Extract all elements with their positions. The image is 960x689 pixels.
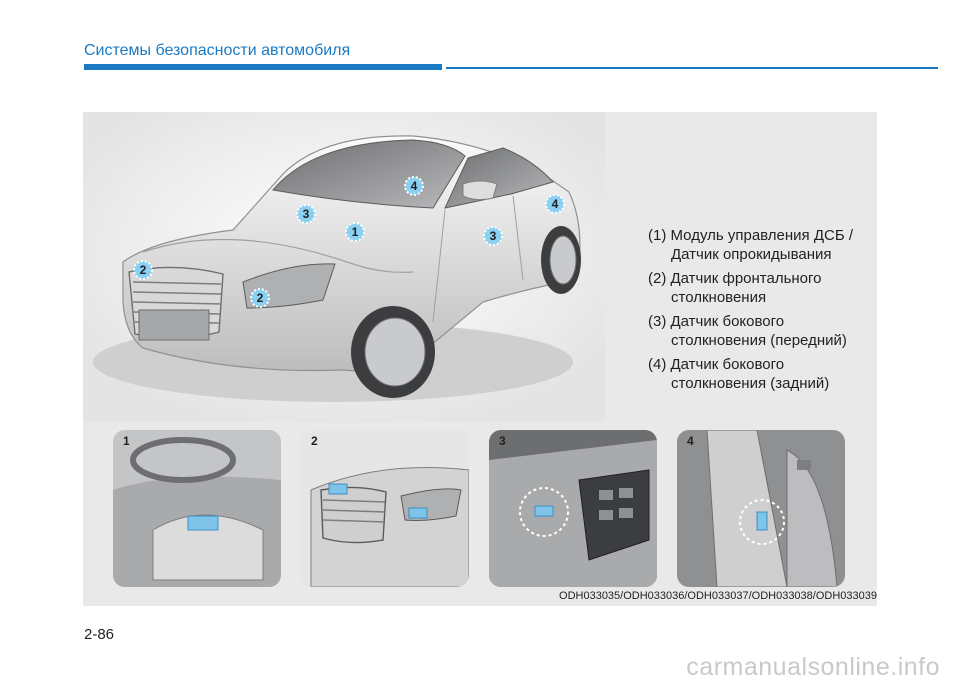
- sensor-module-icon: [187, 515, 219, 531]
- legend-text: Датчик бокового: [670, 356, 785, 373]
- legend-text: столкновения (задний): [671, 375, 830, 392]
- watermark: carmanualsonline.info: [686, 653, 940, 681]
- thumbnail-4-illustration: [677, 430, 845, 587]
- section-title: Системы безопасности автомобиля: [84, 42, 351, 59]
- legend-number: (4): [648, 356, 667, 373]
- legend-text: столкновения: [671, 289, 767, 306]
- callout-badge-3: 3: [296, 204, 316, 224]
- callout-badge-2: 2: [250, 288, 270, 308]
- callout-badge-3: 3: [483, 226, 503, 246]
- legend-number: (3): [648, 313, 667, 330]
- svg-text:2: 2: [140, 263, 147, 277]
- thumbnail-number: 2: [311, 434, 318, 448]
- sensor-legend: (1) Модуль управления ДСБ / Датчик опрок…: [648, 226, 878, 398]
- svg-text:2: 2: [257, 291, 264, 305]
- svg-text:3: 3: [303, 207, 310, 221]
- thumbnail-1-illustration: [113, 430, 281, 587]
- legend-text: Модуль управления ДСБ /: [670, 227, 853, 244]
- image-code: ODH033035/ODH033036/ODH033037/ODH033038/…: [559, 590, 877, 602]
- callout-badge-1: 1: [345, 222, 365, 242]
- svg-text:4: 4: [411, 179, 418, 193]
- legend-text: Датчик опрокидывания: [671, 246, 832, 263]
- thumbnail-3-illustration: [489, 430, 657, 587]
- thumbnail-4-b-pillar: 4: [677, 430, 845, 587]
- legend-number: (2): [648, 270, 667, 287]
- page-number: 2-86: [84, 626, 115, 643]
- sensor-icon: [756, 511, 768, 531]
- callout-badge-4: 4: [404, 176, 424, 196]
- legend-number: (1): [648, 227, 667, 244]
- thumbnail-1-floor-console: 1: [113, 430, 281, 587]
- legend-text: Датчик фронтального: [670, 270, 822, 287]
- legend-item: (4) Датчик бокового столкновения (задний…: [648, 355, 878, 393]
- highlight-circle: [739, 499, 785, 545]
- legend-item: (1) Модуль управления ДСБ / Датчик опрок…: [648, 226, 878, 264]
- thumbnail-3-front-door: 3: [489, 430, 657, 587]
- legend-text: столкновения (передний): [671, 332, 847, 349]
- svg-text:4: 4: [552, 197, 559, 211]
- svg-text:1: 1: [352, 225, 359, 239]
- legend-item: (2) Датчик фронтального столкновения: [648, 269, 878, 307]
- sensor-icon: [408, 507, 428, 519]
- header-rule: [446, 67, 938, 69]
- header-accent-bar: [84, 64, 442, 70]
- callout-badge-4: 4: [545, 194, 565, 214]
- thumbnail-2-illustration: [301, 430, 469, 587]
- callout-badge-2: 2: [133, 260, 153, 280]
- sensor-icon: [328, 483, 348, 495]
- thumbnail-number: 3: [499, 434, 506, 448]
- thumbnail-number: 1: [123, 434, 130, 448]
- sensor-icon: [534, 505, 554, 517]
- highlight-circle: [519, 487, 569, 537]
- thumbnail-2-front-sensors: 2: [301, 430, 469, 587]
- car-illustration: 1 2 2 3 3 4 4: [83, 112, 605, 422]
- svg-text:3: 3: [490, 229, 497, 243]
- thumbnail-number: 4: [687, 434, 694, 448]
- legend-text: Датчик бокового: [670, 313, 785, 330]
- legend-item: (3) Датчик бокового столкновения (передн…: [648, 312, 878, 350]
